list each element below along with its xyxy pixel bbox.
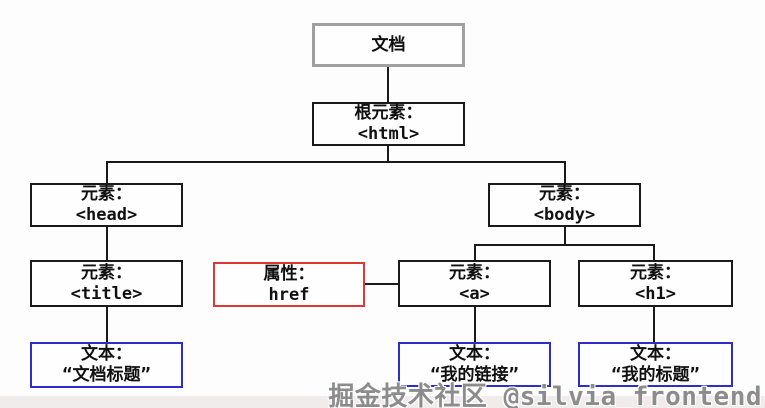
connector-line [653, 307, 655, 342]
node-label: 元素： [539, 184, 590, 204]
node-element-a: 元素： <a> [398, 260, 551, 307]
connector-line [106, 161, 566, 163]
node-label: 文档 [371, 34, 406, 55]
node-document: 文档 [312, 23, 465, 67]
node-text-my-heading: 文本： “我的标题” [578, 342, 733, 387]
node-label: 元素： [81, 184, 132, 204]
node-label: 文本： [630, 343, 681, 364]
connector-line [564, 227, 566, 244]
node-label: 属性： [263, 263, 315, 284]
node-tag: <html> [357, 124, 420, 144]
node-label: 元素： [81, 262, 132, 283]
node-attribute-href: 属性： href [213, 262, 365, 307]
node-element-title: 元素： <title> [30, 260, 183, 307]
connector-line [474, 307, 476, 342]
node-text-my-link: 文本： “我的链接” [398, 342, 551, 387]
node-text-value: “文档标题” [62, 365, 151, 385]
node-root-element-html: 根元素： <html> [312, 102, 465, 146]
connector-line [387, 65, 389, 102]
node-tag: <head> [75, 205, 138, 225]
node-tag: href [268, 284, 310, 305]
connector-line [106, 227, 108, 260]
node-tag: <title> [70, 283, 143, 304]
connector-line [653, 244, 655, 260]
node-text-value: “我的链接” [430, 364, 519, 385]
node-label: 根元素： [354, 103, 423, 123]
node-element-h1: 元素： <h1> [578, 260, 733, 307]
bottom-band [0, 396, 765, 408]
node-element-body: 元素： <body> [488, 183, 641, 227]
node-tag: <h1> [635, 283, 676, 304]
connector-line [387, 146, 389, 163]
node-text-value: “我的标题” [611, 364, 700, 385]
connector-line [106, 307, 108, 342]
node-label: 元素： [630, 262, 681, 283]
node-element-head: 元素： <head> [30, 183, 183, 227]
watermark-text: 掘金技术社区 @silvia_frontend [328, 382, 762, 408]
node-tag: <a> [459, 283, 490, 304]
connector-line [106, 161, 108, 183]
node-text-document-title: 文本： “文档标题” [30, 342, 183, 388]
node-tag: <body> [533, 205, 596, 225]
node-label: 文本： [81, 344, 132, 364]
node-label: 元素： [449, 262, 500, 283]
node-label: 文本： [449, 343, 500, 364]
connector-line [474, 244, 655, 246]
connector-line [474, 244, 476, 260]
connector-line-href-a [365, 283, 398, 285]
connector-line [564, 161, 566, 183]
